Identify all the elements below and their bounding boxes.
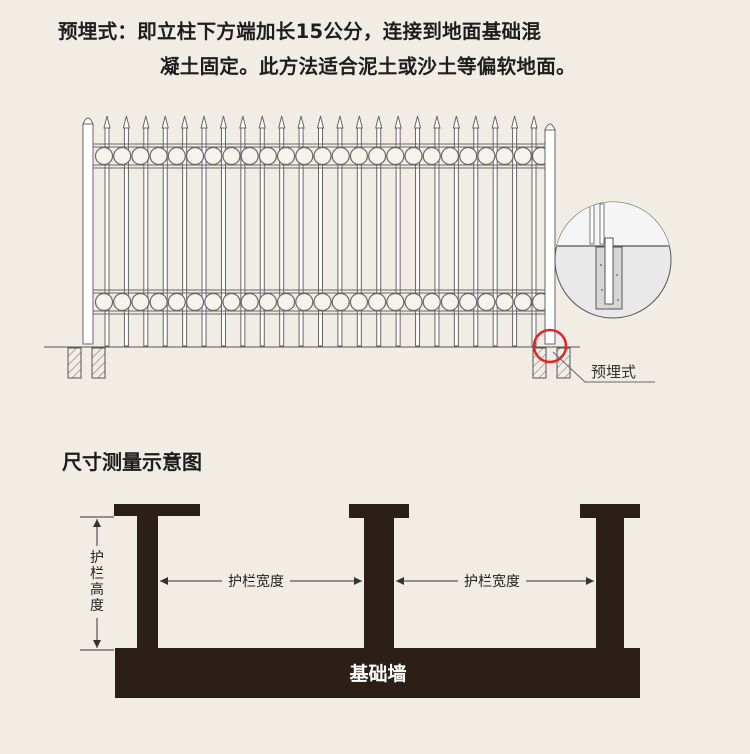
fence-ring [167, 146, 186, 166]
fence-ring [222, 292, 241, 312]
height-label-char-4: 度 [90, 598, 104, 614]
fence-ring [331, 146, 350, 166]
fence-posts [82, 117, 556, 345]
fence-ring [386, 292, 405, 312]
fence-ring [240, 146, 259, 166]
fence-ring [276, 146, 296, 166]
fence-ring [331, 292, 350, 312]
fence-picket [219, 115, 228, 347]
fence-pickets [103, 115, 538, 347]
fence-picket [375, 115, 383, 347]
fence-ring [404, 146, 423, 166]
measure-title: 尺寸测量示意图 [62, 450, 202, 474]
height-label-char-1: 护 [90, 550, 104, 566]
fence-ring [204, 146, 223, 166]
fence-rings [94, 146, 551, 312]
fence-picket [452, 115, 461, 347]
fence-ring [495, 292, 514, 312]
pillar-right [580, 504, 640, 652]
fence-picket [472, 115, 480, 347]
intro-text: 预埋式：即立柱下方端加长15公分，连接到地面基础混 凝土固定。此方法适合泥土或沙… [58, 14, 718, 84]
fence-picket [491, 115, 499, 347]
fence-ring [477, 146, 496, 166]
intro-line-2: 凝土固定。此方法适合泥土或沙土等偏软地面。 [160, 55, 576, 78]
fence-picket [180, 115, 189, 347]
fence-ring [422, 146, 441, 166]
intro-line-1: 预埋式：即立柱下方端加长15公分，连接到地面基础混 [58, 20, 542, 43]
fence-ring [422, 292, 441, 312]
callout-leader [552, 351, 655, 383]
fence-ring [459, 292, 478, 312]
fence-picket [413, 115, 422, 347]
height-label-char-3: 高 [90, 581, 104, 598]
fence-picket [297, 115, 305, 347]
fence-picket [103, 115, 111, 347]
fence-ring [313, 146, 332, 166]
fence-picket [316, 115, 325, 347]
fence-picket [258, 115, 266, 347]
fence-ring [513, 146, 532, 166]
fence-ring [94, 292, 114, 312]
pillar-left [114, 504, 200, 652]
fence-picket [161, 115, 169, 347]
fence-picket [510, 115, 519, 347]
fence-ring [240, 292, 259, 312]
fence-ring [477, 292, 496, 312]
fence-ring [149, 292, 168, 312]
fence-ring [94, 146, 114, 166]
fence-ring [131, 146, 150, 166]
width-dimension-2 [396, 577, 594, 585]
fence-ring [131, 292, 150, 312]
fence-ring [185, 292, 205, 312]
fence-ring [349, 292, 369, 312]
fence-ring [222, 146, 241, 166]
fence-picket [142, 115, 150, 347]
fence-ring [368, 292, 387, 312]
base-wall: 基础墙 [115, 648, 640, 698]
fence-picket [336, 115, 344, 347]
fence-illustration: 预埋式 [44, 115, 672, 383]
fence-ring [295, 292, 314, 312]
fence-ring [404, 292, 423, 312]
height-label: 护 栏 高 度 [90, 550, 104, 614]
footings-left [67, 347, 106, 379]
fence-ring [185, 146, 205, 166]
fence-picket [239, 115, 247, 347]
width-dimension-1 [160, 577, 362, 585]
fence-picket [394, 115, 402, 347]
fence-ring [258, 146, 277, 166]
fence-picket [278, 115, 286, 347]
fence-ring [204, 292, 223, 312]
fence-ring [276, 292, 296, 312]
height-dimension [80, 516, 114, 651]
fence-ring [295, 146, 314, 166]
width-label-1: 护栏宽度 [228, 573, 284, 590]
highlight-circle [532, 328, 568, 364]
fence-ring [495, 146, 514, 166]
fence-ring [113, 292, 132, 312]
fence-ring [113, 146, 132, 166]
fence-ring [368, 146, 387, 166]
fence-picket [433, 115, 441, 347]
pillar-middle [349, 504, 409, 652]
fence-ring [258, 292, 277, 312]
fence-ring [313, 292, 332, 312]
fence-picket [355, 115, 363, 347]
base-wall-label: 基础墙 [348, 662, 406, 685]
fence-picket [200, 115, 208, 347]
fence-ring [440, 292, 460, 312]
callout-label: 预埋式 [591, 363, 636, 381]
fence-ring [167, 292, 186, 312]
fence-picket [122, 115, 131, 347]
fence-ring [349, 146, 369, 166]
fence-ring [386, 146, 405, 166]
fence-ring [513, 292, 532, 312]
fence-ring [440, 146, 460, 166]
height-label-char-2: 栏 [90, 566, 104, 582]
width-label-2: 护栏宽度 [464, 573, 520, 590]
fence-ring [149, 146, 168, 166]
fence-ring [459, 146, 478, 166]
